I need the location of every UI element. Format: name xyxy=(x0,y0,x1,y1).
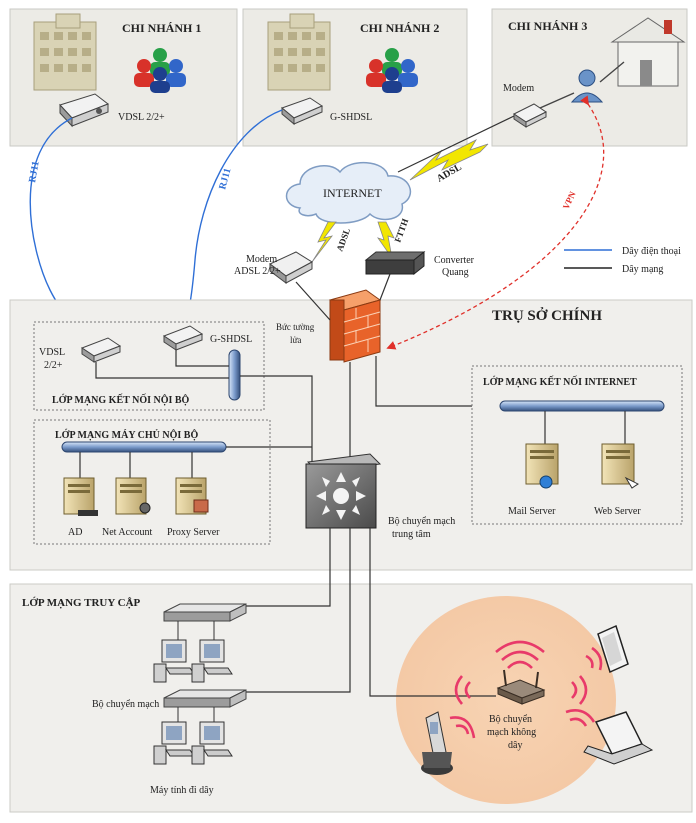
laptop-icon xyxy=(583,711,654,765)
g-shdsl-modem-icon xyxy=(281,97,324,126)
adsl-link-hq xyxy=(311,221,337,263)
vpn-link xyxy=(386,95,605,350)
access-switch-label: Bộ chuyển mạch xyxy=(92,699,159,710)
workstation-icon xyxy=(191,721,233,765)
wireless-switch-label-3: dây xyxy=(508,740,522,751)
server-label-ad: AD xyxy=(68,527,82,538)
users-group-icon xyxy=(134,48,186,93)
internal-bus-pipe xyxy=(228,349,241,401)
core-switch-icon xyxy=(305,453,382,529)
mail-server-label: Mail Server xyxy=(508,506,556,517)
ftth-label: FTTH xyxy=(392,217,410,243)
modem-adsl-label-2: ADSL 2/2+ xyxy=(234,266,281,277)
fiber-converter-icon xyxy=(364,250,426,276)
branch-2-panel: CHI NHÁNH 2 G-SHDSL xyxy=(242,8,468,147)
house-icon xyxy=(610,17,686,87)
branch-2-title: CHI NHÁNH 2 xyxy=(360,21,439,35)
hq-title: TRỤ SỞ CHÍNH xyxy=(492,307,602,324)
access-switch-2-icon xyxy=(163,689,247,708)
branch-3-panel: CHI NHÁNH 3 Modem xyxy=(491,8,688,147)
internal-server-layer: LỚP MẠNG MÁY CHỦ NỘI BỘ xyxy=(33,419,271,545)
workstation-icon xyxy=(153,721,195,765)
wireless-switch-label-1: Bộ chuyển xyxy=(489,714,532,725)
branch-3-title: CHI NHÁNH 3 xyxy=(508,19,587,33)
branch-2-device-label: G-SHDSL xyxy=(330,112,372,123)
access-switch-1-icon xyxy=(163,603,247,622)
wireless-router-icon xyxy=(496,669,546,705)
rj11-label-right: RJ11 xyxy=(217,167,233,191)
ip-phone-icon xyxy=(421,711,453,775)
web-server-icon xyxy=(601,443,639,489)
internal-server-layer-title: LỚP MẠNG MÁY CHỦ NỘI BỘ xyxy=(55,428,198,441)
vdsl-hq-label-1: VDSL xyxy=(39,347,65,358)
modem-adsl-icon xyxy=(269,251,313,284)
g-shdsl-hq-label: G-SHDSL xyxy=(210,334,252,345)
legend-phone-label: Dây điện thoại xyxy=(622,246,681,257)
internet-label: INTERNET xyxy=(323,186,382,200)
adsl-hq-label: ADSL xyxy=(334,227,352,253)
wifi-waves-icon xyxy=(449,640,603,739)
legend-network-label: Dây mạng xyxy=(622,264,663,275)
vpn-label: VPN xyxy=(561,189,578,210)
office-building-icon xyxy=(267,13,331,91)
wired-computers-label: Máy tính đi dây xyxy=(150,785,214,796)
vdsl-modem-icon xyxy=(59,93,110,128)
net-account-server-icon xyxy=(115,477,151,515)
workstation-icon xyxy=(153,639,195,683)
branch-1-title: CHI NHÁNH 1 xyxy=(122,21,201,35)
internal-connect-layer-title: LỚP MẠNG KẾT NỐI NỘI BỘ xyxy=(52,393,190,406)
wireless-switch-label-2: mạch không xyxy=(487,727,536,738)
vdsl-hq-modem-icon xyxy=(80,337,122,363)
users-group-icon xyxy=(366,48,418,93)
vdsl-hq-label-2: 2/2+ xyxy=(44,360,63,371)
internal-connect-layer: LỚP MẠNG KẾT NỐI NỘI BỘ xyxy=(33,321,265,411)
branch-3-device-label: Modem xyxy=(503,83,534,94)
converter-label-1: Converter xyxy=(434,255,475,266)
legend: Dây điện thoại Dây mạng xyxy=(564,246,681,275)
branch-1-device-label: VDSL 2/2+ xyxy=(118,112,165,123)
firewall-label-1: Bức tường xyxy=(276,322,315,332)
firewall-icon xyxy=(328,289,382,363)
modem-adsl-label-1: Modem xyxy=(246,254,277,265)
server-label-proxy: Proxy Server xyxy=(167,527,220,538)
internet-bus-pipe xyxy=(499,400,665,412)
mail-server-icon xyxy=(525,443,559,489)
proxy-server-icon xyxy=(175,477,209,515)
workstation-icon xyxy=(191,639,233,683)
web-server-label: Web Server xyxy=(594,506,641,517)
server-bus-pipe xyxy=(61,441,227,453)
core-switch-label-1: Bộ chuyển mạch xyxy=(388,516,455,527)
access-layer-title: LỚP MẠNG TRUY CẬP xyxy=(22,596,141,609)
converter-label-2: Quang xyxy=(442,267,469,278)
office-building-icon xyxy=(33,13,97,91)
firewall-label-2: lửa xyxy=(290,335,301,345)
ad-server-icon xyxy=(63,477,98,516)
g-shdsl-hq-modem-icon xyxy=(162,325,204,351)
core-switch-label-2: trung tâm xyxy=(392,529,431,540)
tablet-icon xyxy=(597,624,629,674)
server-label-net-account: Net Account xyxy=(102,527,152,538)
internet-connect-layer-title: LỚP MẠNG KẾT NỐI INTERNET xyxy=(483,375,637,388)
rj11-label-left: RJ11 xyxy=(27,160,42,183)
branch-1-panel: CHI NHÁNH 1 VDSL 2/2+ xyxy=(9,8,238,147)
internet-connect-layer: LỚP MẠNG KẾT NỐI INTERNET xyxy=(471,365,683,525)
